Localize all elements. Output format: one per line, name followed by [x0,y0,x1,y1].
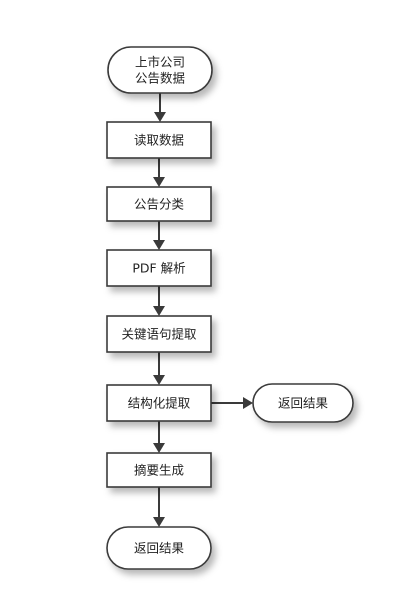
node-label: 返回结果 [278,396,329,411]
arrow-head [243,397,253,409]
node-shape [106,186,212,222]
node-label: PDF 解析 [132,261,185,276]
arrow-head [153,443,165,453]
edge-start-to-read [154,93,166,122]
node-label: 摘要生成 [134,463,184,478]
arrow-head [153,517,165,527]
node-label: 结构化提取 [128,396,191,411]
node-shape [106,121,212,159]
node-shape [106,315,212,353]
edge-struct-to-summary [153,421,165,453]
node-return-end: 返回结果 [106,526,212,570]
edge-pdf-to-keyword [153,286,165,316]
node-label: 公告分类 [134,197,185,212]
node-label: 读取数据 [134,133,184,148]
edge-summary-to-return-end [153,487,165,527]
arrow-head [154,112,166,122]
node-label: 返回结果 [134,541,185,556]
node-classify: 公告分类 [106,186,212,222]
node-label: 关键语句提取 [121,327,197,342]
arrow-head [153,177,165,187]
edges-layer [153,93,253,527]
node-label: 公告数据 [135,71,185,86]
node-struct: 结构化提取 [106,384,212,422]
node-shape [106,384,212,422]
edge-keyword-to-struct [153,352,165,385]
edge-classify-to-pdf [153,221,165,250]
node-shape [107,46,213,94]
node-keyword: 关键语句提取 [106,315,212,353]
node-label: 上市公司 [135,55,185,70]
edge-read-to-classify [153,158,165,187]
node-shape [252,383,354,423]
node-shape [106,249,212,287]
arrow-head [153,240,165,250]
nodes-layer: 上市公司公告数据读取数据公告分类PDF 解析关键语句提取结构化提取返回结果摘要生… [106,46,354,570]
arrow-head [153,306,165,316]
node-shape [106,526,212,570]
arrow-head [153,375,165,385]
node-read: 读取数据 [106,121,212,159]
node-return-side: 返回结果 [252,383,354,423]
node-pdf: PDF 解析 [106,249,212,287]
edge-struct-to-return-side [211,397,253,409]
node-summary: 摘要生成 [106,452,212,488]
node-shape [106,452,212,488]
